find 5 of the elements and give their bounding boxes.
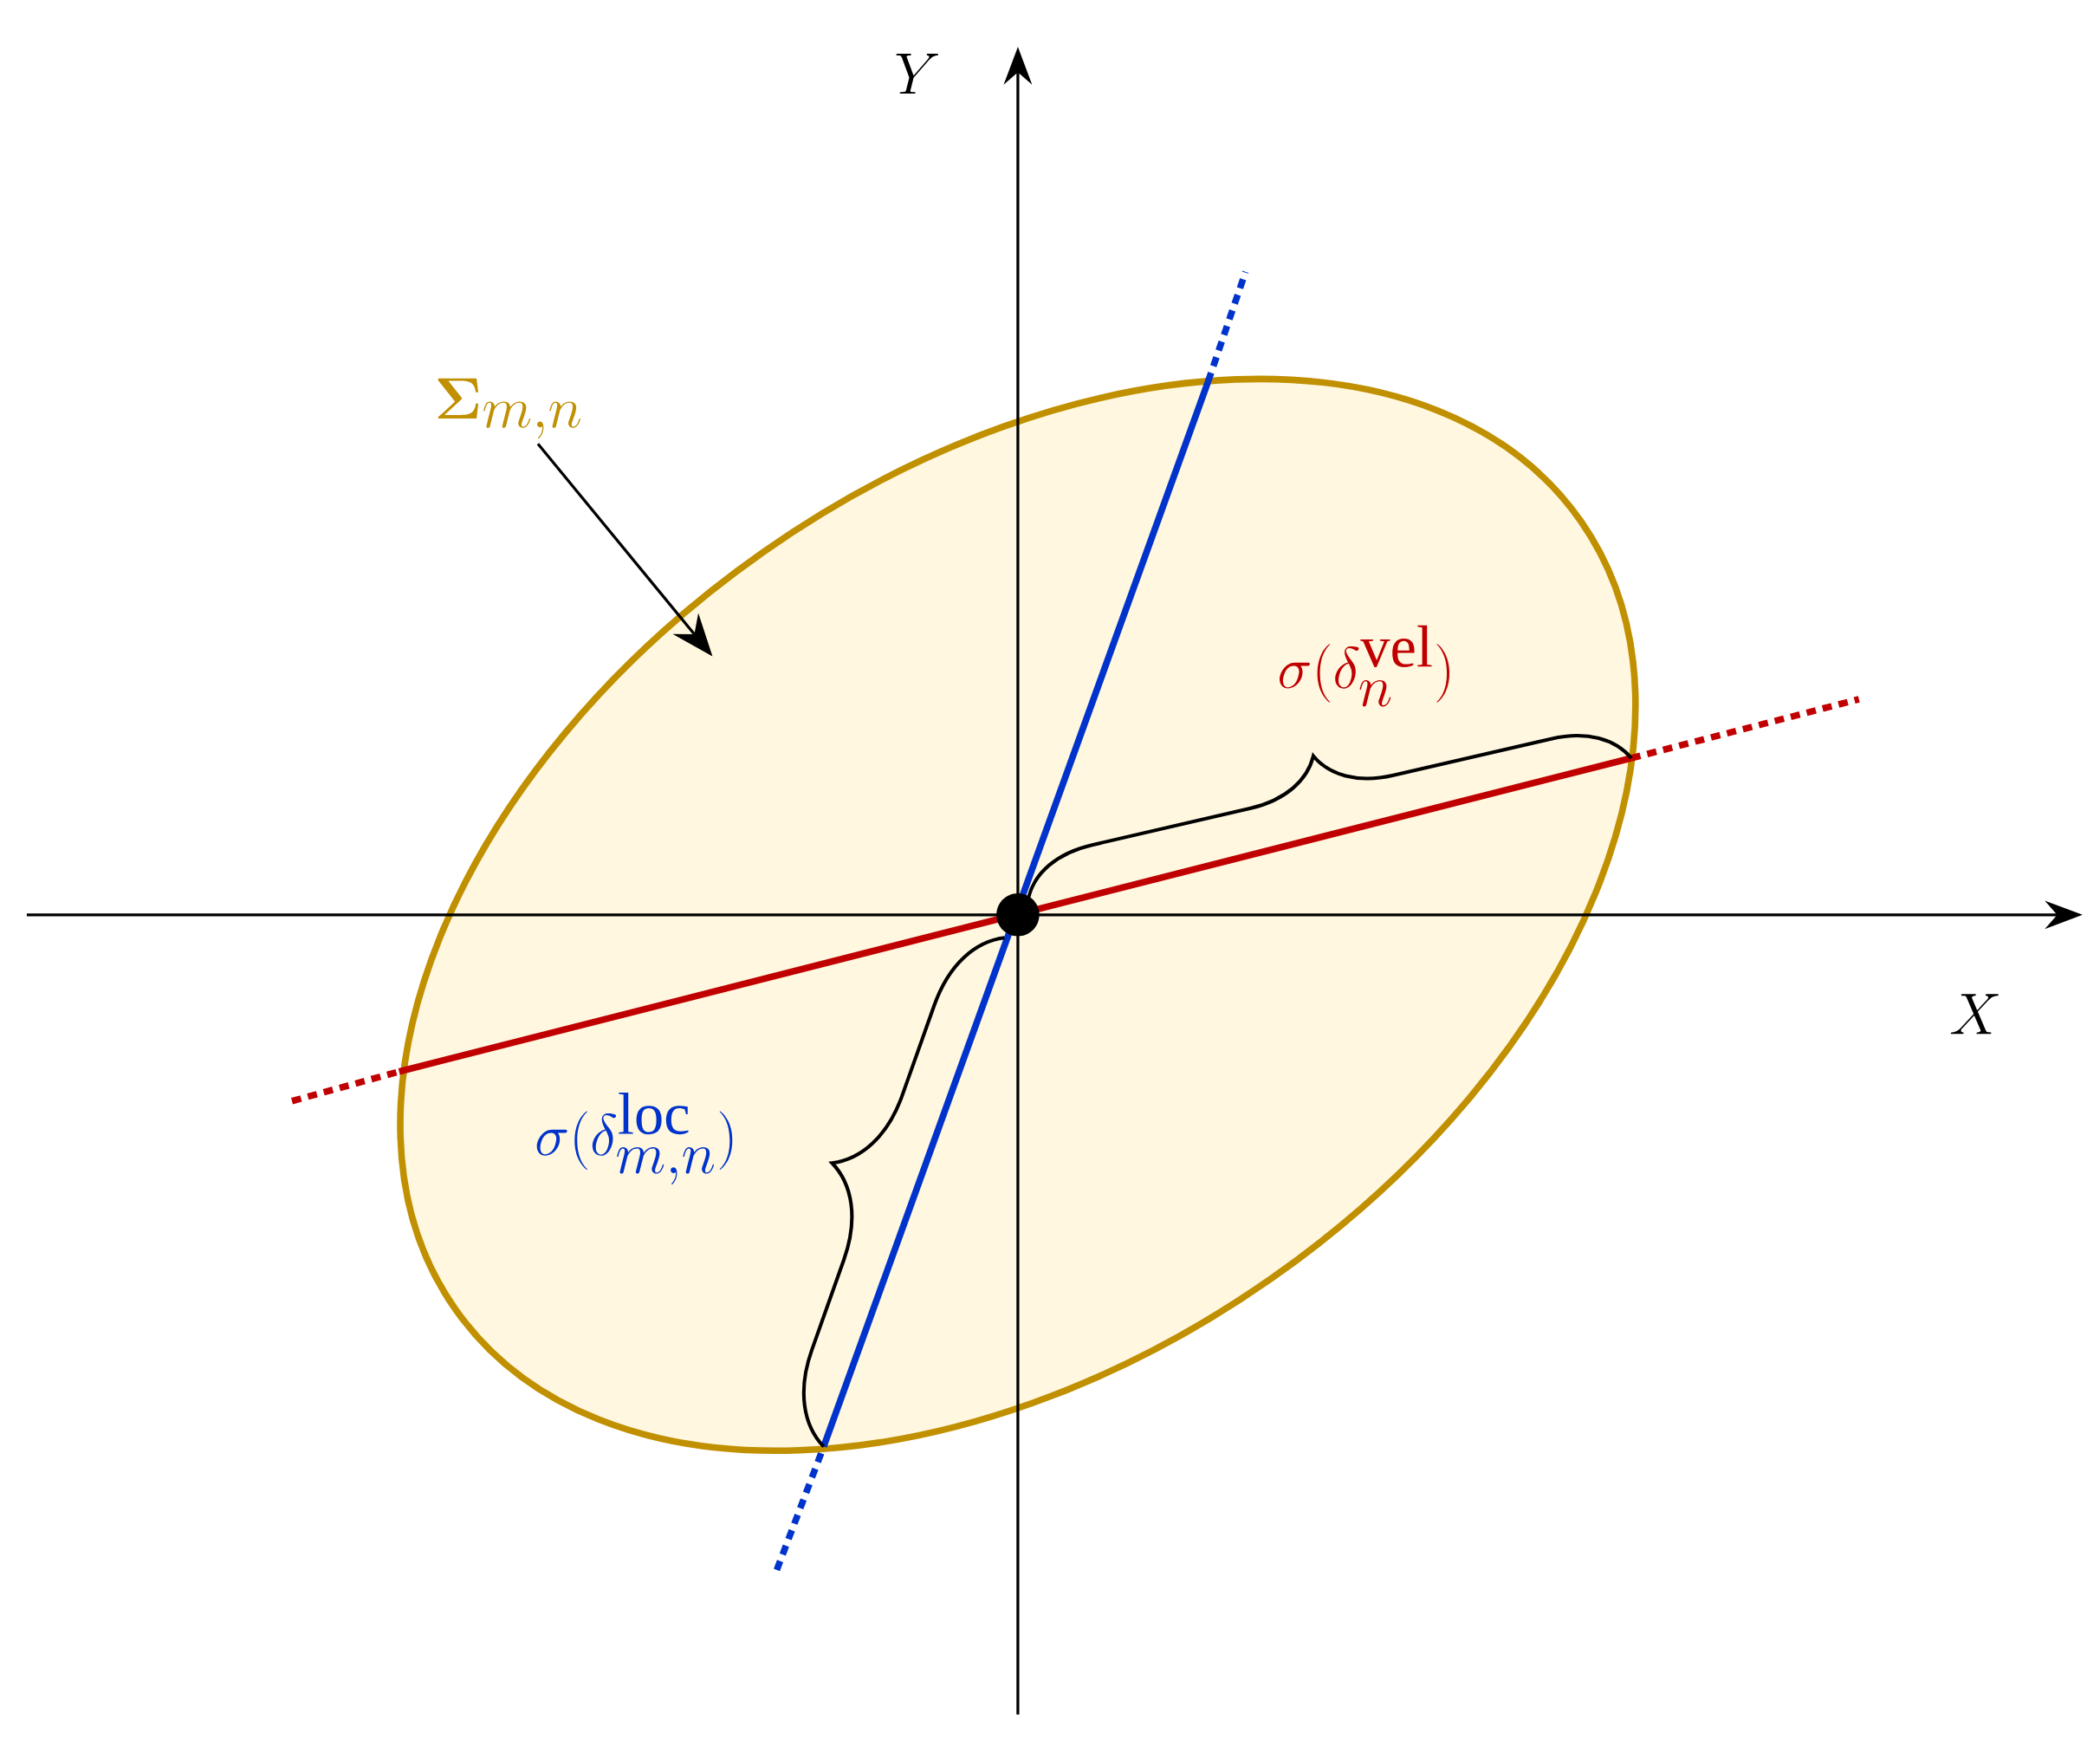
brace-label: $\sigma(\delta_{m,n}^{\mathrm{loc}})$ [536, 1093, 733, 1185]
matrix-label: $\boldsymbol{\Sigma}_{m,n}$ [438, 378, 580, 439]
brace-label: $\sigma(\delta_n^{\mathrm{vel}})$ [1280, 626, 1450, 707]
axis-label: $X$ [1950, 994, 1999, 1035]
axis-label: $Y$ [896, 54, 938, 94]
